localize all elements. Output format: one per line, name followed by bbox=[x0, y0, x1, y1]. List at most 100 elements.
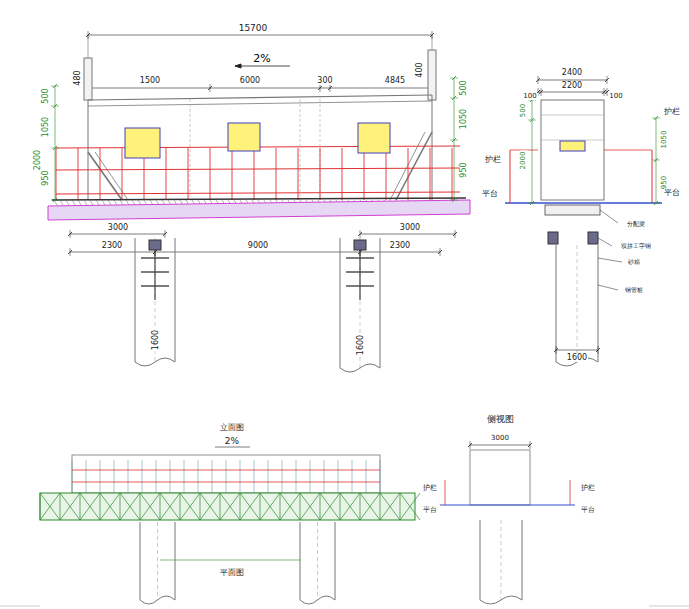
part-label: 护栏 bbox=[422, 485, 438, 492]
drawing-line bbox=[310, 460, 311, 493]
drawing-line bbox=[40, 493, 60, 520]
drawing-line bbox=[175, 522, 176, 600]
dimension: 300 bbox=[316, 77, 333, 85]
drawing-rect bbox=[588, 232, 598, 244]
drawing-line bbox=[235, 66, 290, 67]
drawing-line bbox=[126, 200, 129, 205]
drawing-line bbox=[652, 150, 653, 203]
drawing-line bbox=[342, 148, 343, 200]
drawing-line bbox=[470, 441, 471, 449]
view-title: 立面图 bbox=[219, 424, 245, 432]
drawing-line bbox=[0, 606, 40, 607]
dimension: 2200 bbox=[561, 82, 583, 90]
drawing-line bbox=[260, 493, 261, 520]
drawing-line bbox=[528, 100, 536, 101]
drawing-line bbox=[649, 606, 689, 607]
dimension: 2000 bbox=[520, 150, 527, 170]
drawing-line bbox=[320, 148, 321, 200]
drawing-line bbox=[120, 493, 140, 520]
drawing-line bbox=[90, 200, 93, 205]
drawing-line bbox=[360, 493, 361, 520]
part-label: 双拼工字钢 bbox=[620, 243, 652, 249]
drawing-line bbox=[102, 200, 105, 205]
drawing-line bbox=[296, 460, 297, 493]
drawing-line bbox=[157, 522, 158, 600]
drawing-line bbox=[72, 482, 380, 483]
part-label: 护栏 bbox=[484, 156, 502, 164]
drawing-line bbox=[96, 200, 99, 205]
drawing-line bbox=[200, 493, 220, 520]
drawing-line bbox=[604, 150, 652, 151]
drawing-line bbox=[40, 493, 60, 520]
drawing-line bbox=[232, 148, 233, 200]
drawing-line bbox=[100, 493, 101, 520]
part-label: 护栏 bbox=[580, 485, 596, 492]
drawing-line bbox=[570, 480, 571, 505]
dimension: 500 bbox=[521, 102, 528, 117]
part-label: 平台 bbox=[663, 189, 681, 197]
drawing-line bbox=[510, 150, 511, 203]
dimension: 500 bbox=[460, 79, 468, 96]
drawing-line bbox=[430, 148, 431, 200]
drawing-line bbox=[320, 493, 340, 520]
drawing-line bbox=[452, 148, 453, 200]
slope-label: 2% bbox=[224, 437, 240, 446]
drawing-line bbox=[538, 76, 539, 84]
drawing-line bbox=[380, 493, 400, 520]
drawing-line bbox=[60, 493, 61, 520]
drawing-line bbox=[210, 148, 211, 200]
dimension: 3000 bbox=[399, 224, 421, 232]
dimension: 1600 bbox=[566, 354, 588, 362]
drawing-line bbox=[360, 230, 361, 238]
drawing-line bbox=[541, 88, 542, 96]
drawing-rect bbox=[125, 128, 160, 158]
drawing-line bbox=[340, 238, 341, 368]
drawing-line bbox=[220, 493, 221, 520]
drawing-line bbox=[450, 200, 458, 201]
drawing-line bbox=[360, 493, 380, 520]
dimension: 400 bbox=[416, 61, 424, 78]
dimension: 950 bbox=[662, 174, 669, 189]
dimension: 15700 bbox=[238, 24, 269, 33]
drawing-line bbox=[56, 168, 460, 170]
part-label: 钢管桩 bbox=[624, 287, 644, 293]
drawing-line bbox=[470, 445, 530, 446]
drawing-line bbox=[100, 493, 120, 520]
drawing-line bbox=[70, 230, 71, 238]
drawing-line bbox=[240, 493, 260, 520]
drawing-line bbox=[60, 493, 80, 520]
drawing-line bbox=[240, 493, 260, 520]
drawing-line bbox=[200, 493, 201, 520]
drawing-line bbox=[122, 148, 123, 200]
dimension: 2300 bbox=[101, 242, 123, 250]
dimension: 3000 bbox=[107, 224, 129, 232]
drawing-line bbox=[200, 493, 220, 520]
drawing-line bbox=[135, 238, 136, 362]
drawing-rect bbox=[354, 240, 366, 250]
drawing-line bbox=[396, 132, 432, 200]
drawing-rect bbox=[358, 123, 390, 153]
drawing-line bbox=[324, 460, 325, 493]
drawing-line bbox=[55, 86, 56, 200]
drawing-line bbox=[70, 252, 155, 253]
drawing-line bbox=[360, 252, 440, 253]
drawing-line bbox=[320, 84, 321, 92]
drawing-line bbox=[51, 148, 59, 149]
drawing-line bbox=[360, 493, 380, 520]
drawing-line bbox=[215, 447, 250, 448]
drawing-line bbox=[607, 76, 608, 84]
drawing-line bbox=[88, 35, 89, 58]
drawing-line bbox=[530, 441, 531, 449]
drawing-line bbox=[280, 493, 281, 520]
drawing-line bbox=[140, 493, 160, 520]
drawing-line bbox=[538, 92, 607, 93]
drawing-line bbox=[100, 148, 101, 200]
drawing-line bbox=[226, 460, 227, 493]
dimension: 6000 bbox=[239, 77, 261, 85]
drawing-line bbox=[154, 250, 155, 300]
drawing-path bbox=[340, 364, 380, 372]
drawing-line bbox=[108, 200, 111, 205]
drawing-line bbox=[300, 522, 301, 600]
drawing-line bbox=[220, 493, 240, 520]
